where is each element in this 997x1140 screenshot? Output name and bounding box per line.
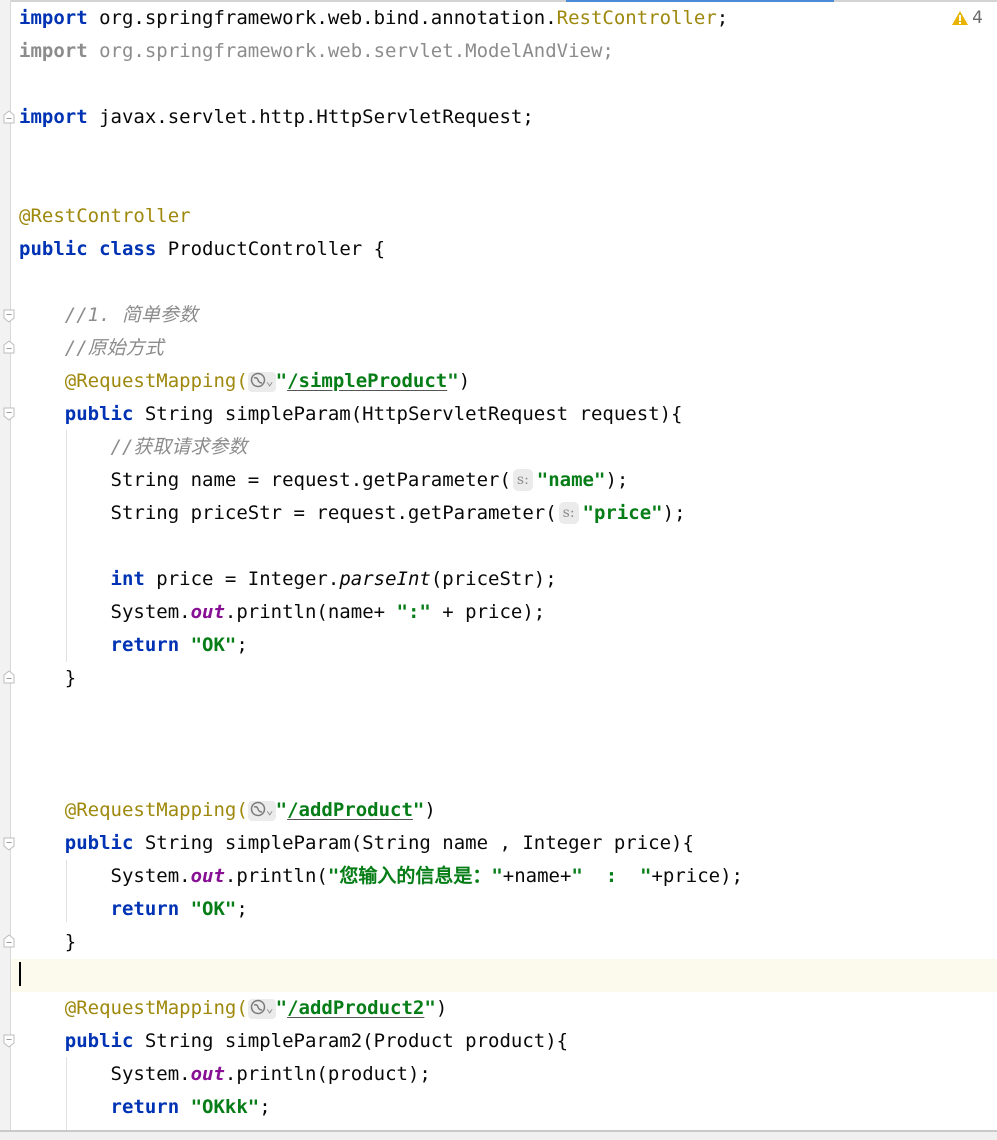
- code-line-18: int price = Integer.parseInt(priceStr);: [110, 568, 557, 590]
- code-line-20: return "OK";: [110, 634, 248, 656]
- code-line-28: return "OK";: [110, 898, 248, 920]
- fold-start-icon[interactable]: [3, 1034, 15, 1048]
- code-line-1: import org.springframework.web.bind.anno…: [19, 7, 729, 29]
- indent-guide: [66, 860, 67, 922]
- code-line-27: System.out.println("您输入的信息是："+name+" : "…: [110, 865, 743, 887]
- endpoint-link[interactable]: /simpleProduct: [287, 370, 448, 392]
- code-line-21: }: [64, 667, 77, 689]
- code-line-19: System.out.println(name+ ":" + price);: [110, 601, 546, 623]
- code-line-33: System.out.println(product);: [110, 1063, 431, 1085]
- fold-end-icon[interactable]: [3, 670, 15, 684]
- endpoint-link[interactable]: /addProduct2: [287, 997, 425, 1019]
- param-hint: s:: [512, 469, 533, 491]
- code-line-29: }: [64, 931, 77, 953]
- fold-end-icon[interactable]: [3, 934, 15, 948]
- fold-start-icon[interactable]: [3, 309, 15, 323]
- code-line-32: public String simpleParam2(Product produ…: [64, 1030, 569, 1052]
- code-line-13: public String simpleParam(HttpServletReq…: [64, 403, 683, 425]
- code-line-16: String priceStr = request.getParameter(s…: [110, 502, 686, 524]
- editor-top-border: [0, 0, 997, 2]
- endpoint-globe-icon[interactable]: ⌄: [247, 999, 276, 1019]
- code-line-30-current[interactable]: [11, 959, 997, 992]
- code-line-15: String name = request.getParameter(s:"na…: [110, 469, 629, 491]
- endpoint-globe-icon[interactable]: ⌄: [247, 801, 276, 821]
- endpoint-globe-icon[interactable]: ⌄: [247, 372, 276, 392]
- code-line-14: //获取请求参数: [110, 436, 248, 458]
- fold-end-icon[interactable]: [3, 340, 15, 354]
- code-line-26: public String simpleParam(String name , …: [64, 832, 694, 854]
- code-line-31: @RequestMapping(⌄"/addProduct2"): [64, 997, 448, 1019]
- fold-start-icon[interactable]: [3, 837, 15, 851]
- code-line-10: //1. 简单参数: [64, 304, 198, 326]
- code-line-34: return "OKkk";: [110, 1096, 271, 1118]
- editor-gutter: [0, 0, 11, 1130]
- code-line-7: @RestController: [19, 205, 191, 227]
- warning-icon: [952, 11, 969, 25]
- warning-count: 4: [972, 8, 983, 28]
- editor-bottom-border: [0, 1130, 997, 1140]
- tab-scroll-indicator[interactable]: [566, 0, 834, 2]
- indent-guide: [66, 430, 67, 662]
- code-line-11: //原始方式: [64, 337, 164, 359]
- code-line-8: public class ProductController {: [19, 238, 386, 260]
- fold-end-icon[interactable]: [3, 110, 15, 124]
- code-line-25: @RequestMapping(⌄"/addProduct"): [64, 799, 436, 821]
- code-line-4: import javax.servlet.http.HttpServletReq…: [19, 106, 534, 128]
- indent-guide: [66, 1057, 67, 1131]
- code-line-2: import org.springframework.web.servlet.M…: [19, 40, 614, 62]
- code-editor[interactable]: import org.springframework.web.bind.anno…: [11, 0, 997, 1130]
- code-line-12: @RequestMapping(⌄"/simpleProduct"): [64, 370, 471, 392]
- endpoint-link[interactable]: /addProduct: [287, 799, 413, 821]
- inspection-widget[interactable]: 4: [951, 8, 983, 28]
- text-caret: [19, 962, 21, 986]
- param-hint: s:: [558, 502, 579, 524]
- fold-start-icon[interactable]: [3, 407, 15, 421]
